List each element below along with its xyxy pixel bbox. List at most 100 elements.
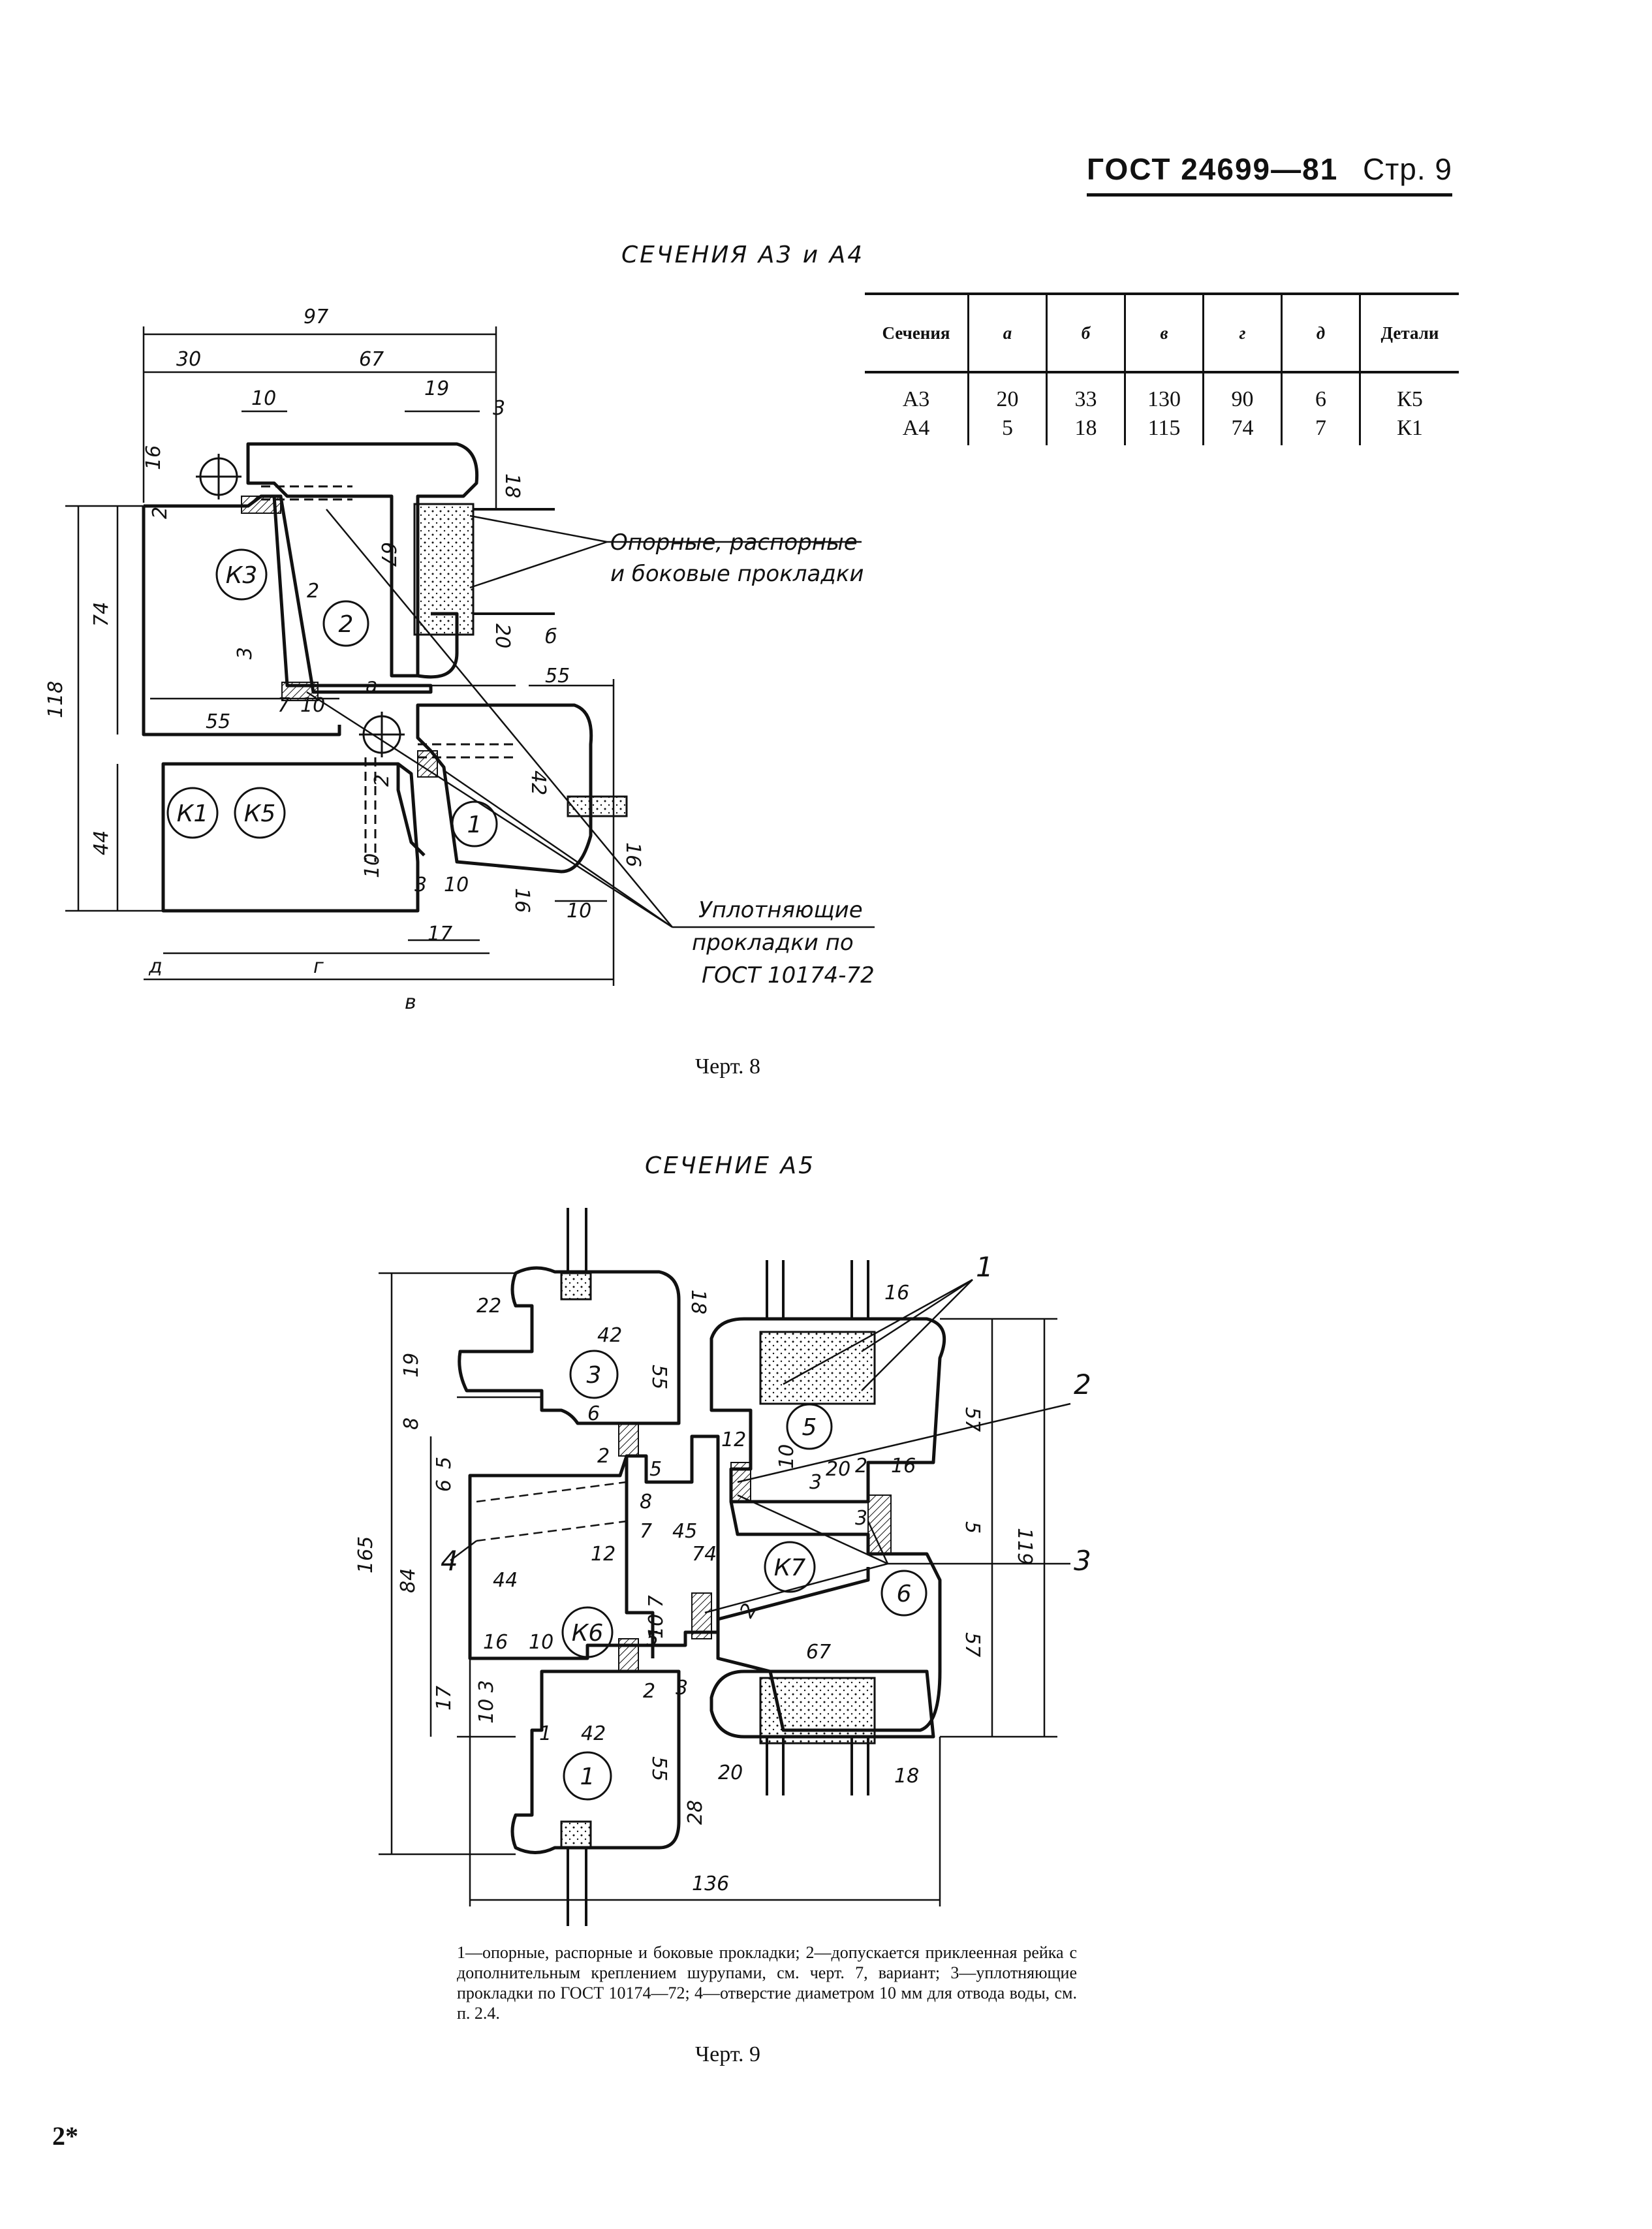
dim-label: 10	[361, 853, 384, 878]
table-cell: 20	[967, 372, 1047, 417]
table-cell: 115	[1124, 417, 1204, 445]
dim-label: 10	[444, 874, 469, 896]
dim-label: 2	[597, 1445, 610, 1468]
dim-label: 10	[251, 387, 276, 410]
table-header-row: Сечения а б в г д Детали	[865, 292, 1459, 373]
glazing-spacer	[560, 1820, 592, 1849]
sash-upper	[246, 442, 479, 678]
dim-label: 3	[234, 647, 257, 659]
table-cell: 6	[1281, 372, 1360, 417]
dim-label: 12	[721, 1429, 746, 1451]
dim-label: г	[313, 955, 324, 978]
table-cell: 18	[1046, 417, 1125, 445]
dim-label: 42	[527, 770, 550, 795]
dim-label: 19	[424, 377, 449, 400]
dim-label: 165	[354, 1536, 377, 1573]
standard-number: ГОСТ 24699—81	[1087, 152, 1339, 186]
seal-gasket	[691, 1592, 712, 1639]
dim-label: 19	[400, 1353, 423, 1378]
callout-seals: ГОСТ 10174-72	[702, 962, 875, 988]
dim-label: 136	[692, 1873, 729, 1895]
sash-lower	[416, 703, 593, 874]
table-cell: А3	[902, 387, 930, 411]
dim-label: 10	[567, 900, 591, 923]
table-header-cell: Детали	[1359, 292, 1459, 373]
seal-gasket	[618, 1638, 639, 1672]
glazing-spacer	[560, 1272, 592, 1301]
dim-label: 16	[142, 445, 165, 470]
figure8-caption: Черт. 8	[695, 1054, 761, 1079]
dim-label: 3	[855, 1507, 867, 1530]
dim-label: 118	[44, 681, 67, 718]
dim-label: 20	[826, 1458, 850, 1481]
dim-label: 10	[529, 1631, 553, 1654]
dim-label: 3	[493, 397, 505, 420]
sash-top	[458, 1266, 681, 1425]
dim-label: 3	[676, 1677, 688, 1699]
table-cell: 33	[1046, 372, 1125, 417]
dim-label: 8	[400, 1417, 423, 1430]
signature-mark: 2*	[52, 2121, 78, 2151]
table-cell: 90	[1202, 372, 1282, 417]
seal-gasket	[618, 1423, 639, 1457]
callout-4: 4	[441, 1545, 458, 1577]
table-cell: 5	[967, 417, 1047, 445]
dim-label: 5	[646, 1628, 659, 1651]
dim-label: 6	[587, 1402, 600, 1425]
dim-label: 44	[90, 830, 113, 855]
dim-label: 57	[961, 1407, 984, 1432]
table-cell: 74	[1202, 417, 1282, 445]
dim-label: 10	[300, 694, 325, 717]
dim-label: 17	[433, 1686, 456, 1711]
table-header-cell: а	[967, 292, 1047, 373]
part-label-6: 6	[897, 1581, 912, 1607]
part-label-k6: К6	[572, 1620, 603, 1647]
dim-label: 16	[483, 1631, 508, 1654]
dim-label: 7	[277, 694, 290, 717]
dim-label: 74	[90, 602, 113, 627]
table-header-cell: д	[1281, 292, 1360, 373]
dim-label: д	[148, 955, 163, 978]
figure8-drawing: К3 2 К1 К5 1 Опорные, распорные и боковы…	[44, 306, 875, 1014]
part-label-1: 1	[580, 1763, 595, 1790]
dim-label: а	[366, 674, 377, 697]
table-row: А3 20 33 130 90 6 К5	[865, 372, 1459, 417]
dim-label: 30	[176, 348, 201, 371]
table-cell: 7	[1281, 417, 1360, 445]
table-header-cell: г	[1202, 292, 1282, 373]
table-header-cell: в	[1124, 292, 1204, 373]
dim-label: 57	[961, 1632, 984, 1657]
dim-label: в	[405, 991, 416, 1014]
dim-label: 20	[718, 1762, 743, 1784]
dim-label: 20	[491, 624, 514, 648]
dim-label: 12	[591, 1543, 616, 1566]
dim-label: 2	[855, 1455, 867, 1478]
dim-label: 5	[433, 1457, 456, 1469]
part-label-k7: К7	[774, 1555, 806, 1581]
table-cell: К1	[1359, 417, 1459, 445]
callout-2: 2	[1074, 1368, 1091, 1400]
figure9-caption: Черт. 9	[695, 2042, 761, 2066]
dim-label: 7	[640, 1520, 652, 1543]
dim-label: 18	[894, 1765, 919, 1788]
dim-label: 55	[206, 710, 230, 733]
dim-label: б	[545, 625, 557, 648]
dim-label: 2	[643, 1680, 655, 1703]
dim-label: 2	[149, 507, 172, 519]
callout-spacers: и боковые прокладки	[610, 561, 864, 587]
dim-label: 1	[539, 1722, 552, 1745]
dim-label: 17	[428, 923, 452, 945]
callout-3: 3	[1074, 1545, 1091, 1577]
dim-label: 67	[359, 348, 384, 371]
dim-label: 28	[684, 1800, 707, 1825]
callout-1: 1	[976, 1251, 993, 1283]
glazing-spacer	[413, 503, 475, 636]
dim-label: 3	[809, 1471, 822, 1494]
figure9-legend: 1—опорные, распорные и боковые прокладки…	[457, 1943, 1077, 2023]
dim-label: 44	[493, 1569, 518, 1592]
callout-seals: прокладки по	[692, 930, 854, 956]
seal-gasket	[417, 750, 438, 778]
callout-spacers: Опорные, распорные	[610, 530, 858, 556]
header-rule	[1087, 193, 1452, 197]
